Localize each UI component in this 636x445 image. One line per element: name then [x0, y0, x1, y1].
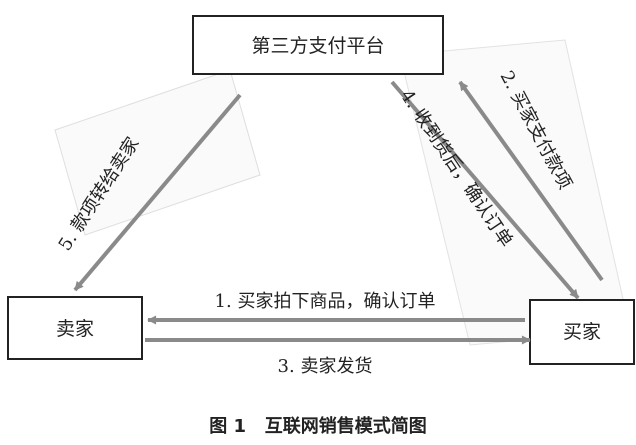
label-buyer-orders: 1. 买家拍下商品，确认订单: [215, 291, 436, 312]
arrow-buyer-to-platform: [458, 80, 604, 282]
label-band-left: [54, 69, 261, 236]
node-seller: 卖家: [7, 296, 143, 360]
svg-text:买家: 买家: [563, 321, 601, 343]
arrow-platform-to-seller: [73, 93, 242, 292]
arrow-platform-to-buyer: [390, 80, 580, 300]
svg-text:第三方支付平台: 第三方支付平台: [251, 35, 384, 57]
figure-caption: 图 1 互联网销售模式简图: [209, 416, 427, 437]
node-buyer: 买家: [529, 299, 635, 365]
node-platform: 第三方支付平台: [192, 15, 444, 75]
label-seller-ships: 3. 卖家发货: [278, 356, 373, 377]
svg-text:卖家: 卖家: [56, 318, 94, 340]
